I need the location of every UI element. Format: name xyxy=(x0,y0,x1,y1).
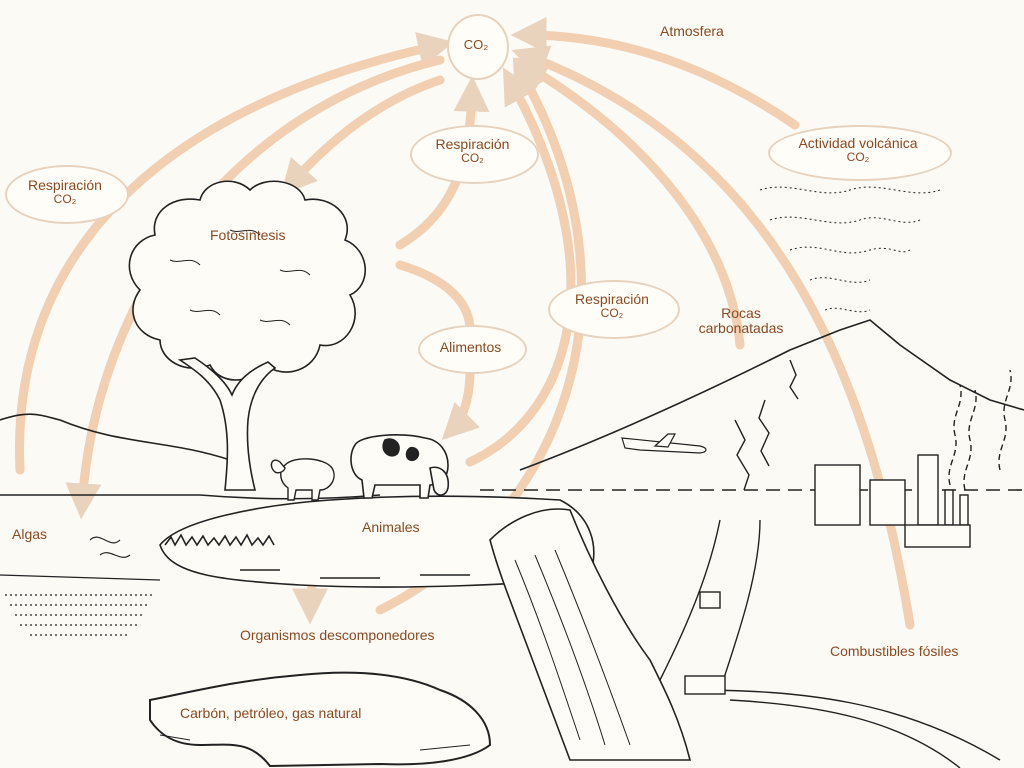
co2-center-label: CO₂ xyxy=(463,37,489,52)
tree-trunk xyxy=(177,357,277,491)
goat-body xyxy=(280,458,335,501)
factory-chimney-1 xyxy=(944,489,954,526)
island-outline xyxy=(159,495,595,588)
factory-tower xyxy=(917,454,939,526)
fossil-fuels-label: Combustibles fósiles xyxy=(830,643,959,659)
animals-label: Animales xyxy=(362,519,420,535)
rock-fault xyxy=(489,508,692,761)
tree-shade xyxy=(169,229,311,326)
landscape xyxy=(0,319,1024,500)
arrow-co2-to-photosynthesis xyxy=(280,75,445,196)
smoke-cloud-4 xyxy=(809,277,871,283)
photosynthesis-label: Fotosíntesis xyxy=(210,227,286,243)
respiration-top-label: Respiración CO₂ xyxy=(435,136,510,166)
road-curve xyxy=(689,689,1001,761)
rock-block xyxy=(489,508,692,761)
arrow-plant-respiration-up xyxy=(395,75,490,250)
smoke-cloud-2 xyxy=(769,216,921,224)
fossil-fuel-deposit xyxy=(149,671,492,768)
vein-3 xyxy=(789,359,799,400)
factory-smoke xyxy=(948,369,1012,491)
vehicle-1 xyxy=(699,591,721,609)
rock-striations xyxy=(514,549,631,746)
hill-mid xyxy=(519,349,791,471)
cow xyxy=(350,434,450,499)
smoke-cloud-5 xyxy=(824,307,871,313)
mountain-right xyxy=(789,319,1024,411)
tree-canopy xyxy=(128,180,366,381)
hill-left xyxy=(0,413,231,461)
volcano-smoke xyxy=(759,186,941,313)
airplane-wing xyxy=(653,433,677,448)
algae-label: Algas xyxy=(12,526,48,542)
factory-chimney-2 xyxy=(959,494,969,526)
tree xyxy=(128,180,366,491)
volcanic-activity-label: Actividad volcánica CO₂ xyxy=(798,135,918,165)
road-edge-left xyxy=(659,519,721,681)
atmosphere-label: Atmosfera xyxy=(660,23,724,39)
road-curve-2 xyxy=(729,699,961,768)
mountain-details xyxy=(734,359,799,491)
factory xyxy=(814,369,1012,548)
volcanic-activity-oval xyxy=(768,125,952,181)
arrow-plant-to-food xyxy=(395,260,475,335)
fossil-deposit-label: Carbón, petróleo, gas natural xyxy=(180,705,362,721)
smoke-cloud-3 xyxy=(789,246,911,254)
grass-patches xyxy=(240,569,470,579)
shoreline xyxy=(0,574,161,581)
respiration-left-label: Respiración CO₂ xyxy=(28,177,102,207)
algae-squiggle xyxy=(89,536,131,558)
factory-base xyxy=(904,524,971,548)
vehicle-2 xyxy=(684,675,726,695)
deposit-outline xyxy=(149,671,492,768)
factory-building-2 xyxy=(869,479,906,526)
carbonate-rocks-label: Rocas carbonatadas xyxy=(698,305,784,337)
smoke-cloud-1 xyxy=(759,186,941,194)
food-oval xyxy=(418,325,527,374)
factory-building-1 xyxy=(814,464,861,526)
goat-head xyxy=(270,459,286,474)
road-edge-right xyxy=(719,519,761,691)
cow-spots xyxy=(382,438,420,462)
cow-head xyxy=(429,466,450,496)
water-dots xyxy=(5,594,155,636)
food-label: Alimentos xyxy=(439,339,502,355)
water xyxy=(0,536,161,636)
arrow-volcano-up xyxy=(510,17,800,130)
respiration-left-oval xyxy=(5,165,129,224)
respiration-top-oval xyxy=(410,125,539,184)
airplane xyxy=(621,433,707,454)
decomposers-label: Organismos descomponedores xyxy=(240,627,435,643)
arrow-carbonate-rocks-up xyxy=(512,57,745,350)
road xyxy=(659,519,1001,768)
respiration-mid-oval xyxy=(548,280,680,339)
vein-1 xyxy=(734,419,750,491)
grassland xyxy=(159,495,595,588)
arrow-food-to-animals xyxy=(441,365,480,441)
grass-edge xyxy=(164,533,275,547)
deposit-shade xyxy=(159,734,471,751)
goat xyxy=(270,458,335,501)
ground-line xyxy=(0,494,381,500)
vein-2 xyxy=(758,399,770,467)
co2-atmosphere-oval xyxy=(447,14,509,80)
respiration-mid-label: Respiración CO₂ xyxy=(575,291,649,321)
